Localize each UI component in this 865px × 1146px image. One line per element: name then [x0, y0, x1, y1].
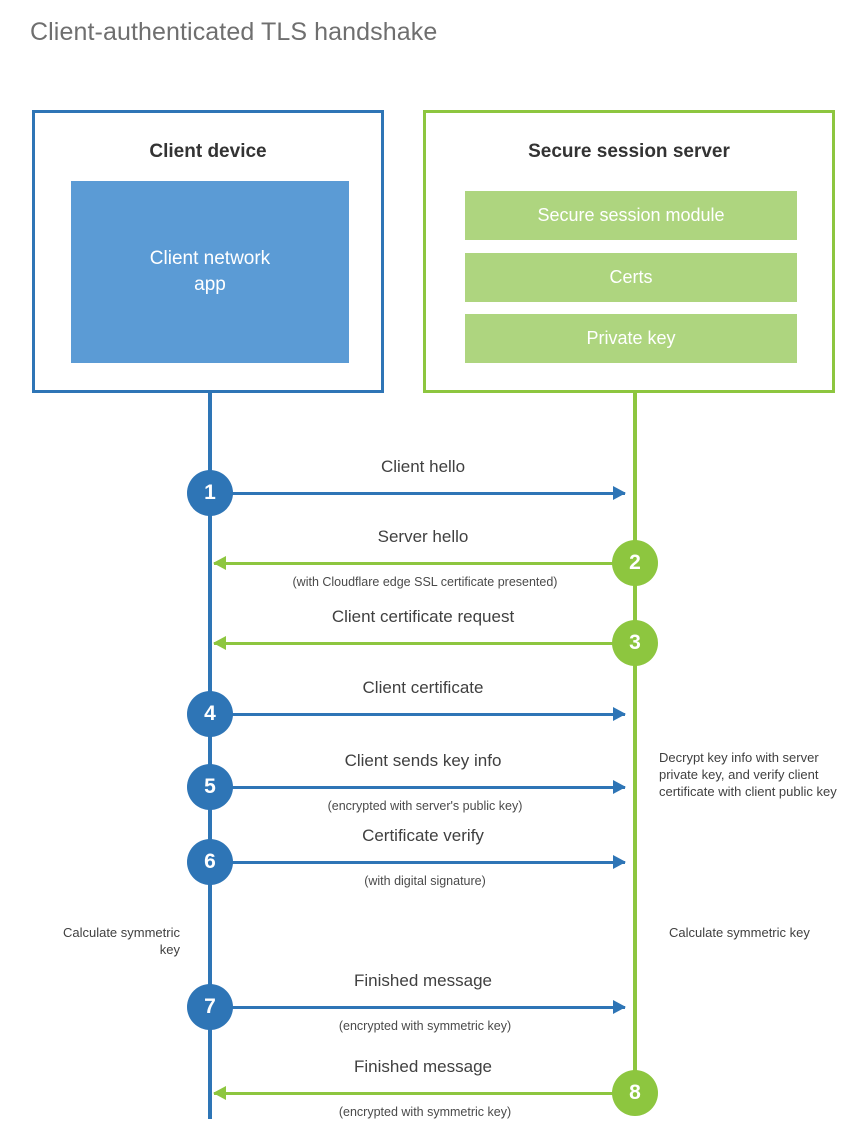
step-5-badge: 5 [187, 764, 233, 810]
note-calculate-symmetric-key-client: Calculate symmetric key [62, 925, 180, 957]
step-8-badge: 8 [612, 1070, 658, 1116]
step-2-badge: 2 [612, 540, 658, 586]
server-bar-label: Secure session module [537, 205, 725, 225]
step-4-badge: 4 [187, 691, 233, 737]
step-7-label: Finished message [354, 971, 492, 990]
note-calculate-symmetric-key-server: Calculate symmetric key [669, 925, 810, 940]
step-8-arrow [213, 1086, 632, 1100]
step-8-label: Finished message [354, 1057, 492, 1076]
arrow-head-icon [613, 707, 626, 721]
step-2-arrow [213, 556, 632, 570]
arrow-head-icon [613, 855, 626, 869]
step-7-sublabel: (encrypted with symmetric key) [338, 1019, 512, 1033]
step-4-arrow [210, 707, 626, 721]
server-bar-label: Private key [586, 328, 676, 348]
step-1-label: Client hello [380, 457, 466, 476]
secure-session-server-title: Secure session server [528, 141, 730, 162]
step-3-arrow [213, 636, 632, 650]
server-bar-certs: Certs [465, 253, 797, 302]
client-device-title: Client device [149, 141, 267, 162]
arrow-head-icon [613, 780, 626, 794]
secure-session-server-box: Secure session server Secure session mod… [423, 110, 835, 393]
step-5-arrow [210, 780, 626, 794]
arrow-head-icon [213, 556, 226, 570]
arrow-head-icon [213, 1086, 226, 1100]
step-3-label: Client certificate request [331, 607, 515, 626]
step-6-arrow [210, 855, 626, 869]
step-5-sublabel: (encrypted with server's public key) [327, 799, 523, 813]
step-2-sublabel: (with Cloudflare edge SSL certificate pr… [292, 575, 558, 589]
page-title: Client-authenticated TLS handshake [30, 18, 438, 46]
step-7-badge: 7 [187, 984, 233, 1030]
step-3-badge: 3 [612, 620, 658, 666]
step-1-badge: 1 [187, 470, 233, 516]
arrow-head-icon [613, 1000, 626, 1014]
server-lifeline [633, 393, 637, 1095]
step-2-label: Server hello [377, 527, 469, 546]
client-lifeline [208, 393, 212, 1119]
step-4-label: Client certificate [362, 678, 484, 697]
server-bar-private-key: Private key [465, 314, 797, 363]
step-8-sublabel: (encrypted with symmetric key) [338, 1105, 512, 1119]
arrow-head-icon [613, 486, 626, 500]
step-7-arrow [210, 1000, 626, 1014]
step-6-label: Certificate verify [362, 826, 484, 845]
step-6-badge: 6 [187, 839, 233, 885]
server-bar-label: Certs [609, 267, 653, 287]
arrow-head-icon [213, 636, 226, 650]
note-decrypt-key-info: Decrypt key info with server private key… [659, 750, 837, 799]
step-1-arrow [210, 486, 626, 500]
step-6-sublabel: (with digital signature) [364, 874, 486, 888]
step-5-label: Client sends key info [344, 751, 502, 770]
server-bar-secure-session-module: Secure session module [465, 191, 797, 240]
